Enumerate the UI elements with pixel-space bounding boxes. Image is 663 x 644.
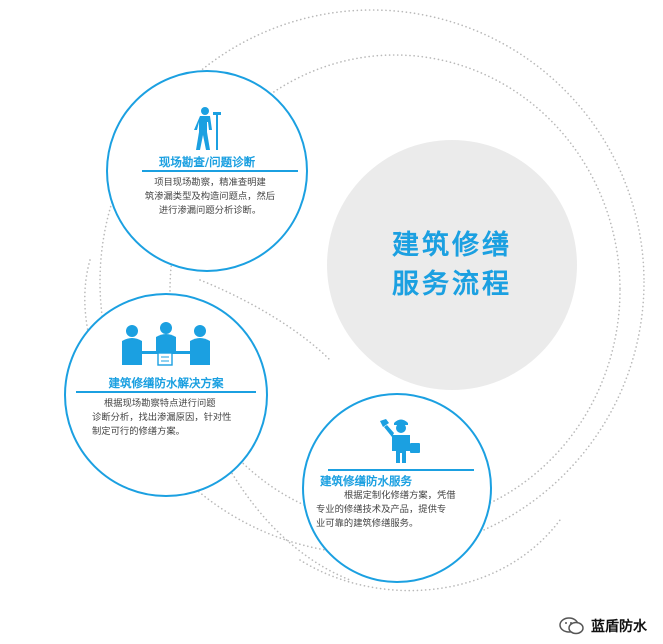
step2-line3: 制定可行的修缮方案。 [92,426,185,437]
step-site-survey: 现场勘查/问题诊断 项目现场勘察，精准查明建 筑渗漏类型及构造问题点，然后 进行… [106,70,308,272]
step1-line1: 项目现场勘察，精准查明建 [154,177,266,188]
step-solution: 建筑修缮防水解决方案 根据现场勘察特点进行问题 诊断分析，找出渗漏原因，针对性 … [64,293,268,497]
meeting-icon [122,322,210,366]
brand-watermark: 蓝盾防水 [559,616,647,636]
step2-divider [76,391,256,393]
step3-description: 根据定制化修缮方案，凭借 专业的修缮技术及产品，提供专 业可靠的建筑修缮服务。 [316,489,484,531]
center-title-line2: 服务流程 [392,269,512,300]
step3-line1: 根据定制化修缮方案，凭借 [344,490,456,501]
step1-description: 项目现场勘察，精准查明建 筑渗漏类型及构造问题点，然后 进行渗漏问题分析诊断。 [134,176,286,218]
step1-line2: 筑渗漏类型及构造问题点，然后 [144,191,276,202]
step2-description: 根据现场勘察特点进行问题 诊断分析，找出渗漏原因，针对性 制定可行的修缮方案。 [92,397,250,439]
step3-line3: 业可靠的建筑修缮服务。 [316,518,419,529]
surveyor-icon [194,107,221,150]
step1-line3: 进行渗漏问题分析诊断。 [158,205,262,216]
center-circle: 建筑修缮 服务流程 [327,140,577,390]
step-repair-service: 建筑修缮防水服务 根据定制化修缮方案，凭借 专业的修缮技术及产品，提供专 业可靠… [302,393,492,583]
wechat-icon [559,617,584,635]
step2-line1: 根据现场勘察特点进行问题 [104,398,216,409]
step3-line2: 专业的修缮技术及产品，提供专 [316,504,447,515]
worker-icon [380,419,420,463]
step2-line2: 诊断分析，找出渗漏原因，针对性 [92,412,232,423]
center-title-line1: 建筑修缮 [392,230,512,261]
step3-title: 建筑修缮防水服务 [320,474,412,488]
step2-title: 建筑修缮防水解决方案 [108,376,224,390]
step1-divider [142,170,298,172]
step3-divider [328,469,474,471]
brand-name: 蓝盾防水 [591,619,647,635]
step1-title: 现场勘查/问题诊断 [158,155,256,169]
